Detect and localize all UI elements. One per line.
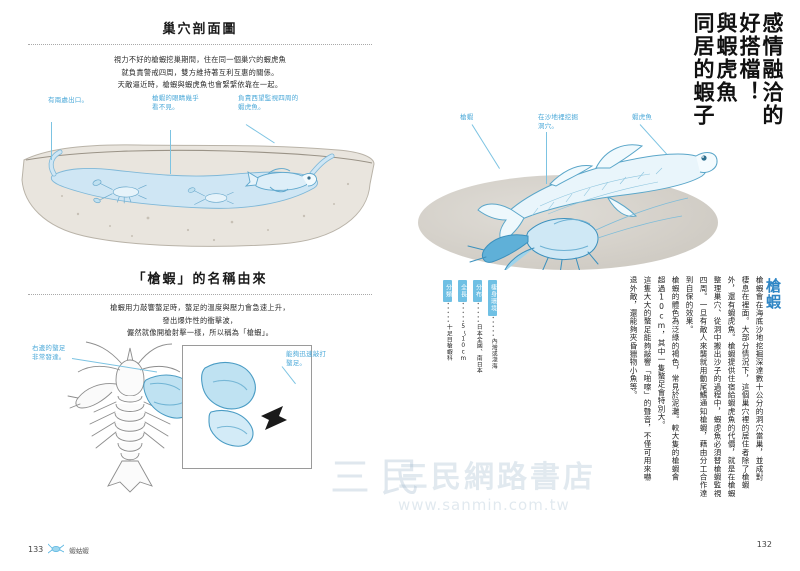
goby-shrimp-illustration (420, 120, 720, 275)
page-number-left: 133 (28, 545, 44, 554)
info-value: 日本全國、南日本 (475, 324, 482, 374)
body-column: 到自保的效果。 (685, 276, 694, 334)
body-column: 槍蝦會在海底沙地挖掘深達數十公分的洞穴當巢，並成對 (755, 276, 764, 481)
info-label: 分類 (443, 280, 452, 302)
watermark-mark: 三民 (330, 455, 430, 501)
title-line-4: 同居的蝦子 (691, 12, 715, 127)
info-row: 分類 •••••• 十足目槍蝦科 (442, 280, 453, 374)
article-title: 感情融洽的 好搭檔！ 與蝦虎魚 同居的蝦子 (691, 12, 784, 127)
label-snap-claw: 能夠迅速敲打 螯足。 (286, 350, 327, 367)
burrow-svg (21, 144, 375, 247)
body-column: 超過10cm，其中一隻螯足會特別大。 (657, 276, 666, 430)
running-head-left: 蝦蛄蝦 (69, 546, 89, 555)
info-value: 十足目槍蝦科 (445, 324, 452, 362)
info-dots: •••••• (444, 302, 451, 324)
body-column: 四周。一旦有敵人來襲就用動尾鰭通知槍蝦，藉由分工合作達 (699, 276, 708, 498)
section-heading-name-origin: 「槍蝦」的名稱由來 (132, 272, 268, 287)
label-goby: 蝦虎魚 (632, 113, 653, 121)
label-big-claw: 右邊的螯足 非常發達。 (32, 344, 66, 361)
body-column: 這隻大大的螯足能夠敲響「啪嚓」的聲音，不僅可用來嚇 (643, 276, 652, 481)
info-label: 分布 (473, 280, 482, 302)
species-name: 槍蝦 (764, 278, 782, 310)
left-page-footer: 133 蝦蛄蝦 (28, 540, 89, 559)
article-body: 槍蝦會在海底沙地挖掘深達數十公分的洞穴當巢，並成對 棲息在裡面。大部分情況下，這… (626, 276, 766, 524)
section-body-burrow: 視力不好的槍蝦挖巢期間，住在同一個巢穴的蝦虎魚 就負責警戒四周，雙方維持著互利互… (113, 55, 287, 90)
title-line-2: 好搭檔！ (737, 12, 761, 104)
burrow-cross-section-illustration (18, 118, 378, 248)
label-burrow-exit: 有兩處出口。 (48, 96, 89, 104)
info-row: 全長 •••••• 5～10cm (457, 280, 468, 374)
body-column: 退外敵，還能夠夾昏獵物小魚等。 (629, 276, 638, 399)
right-page: 感情融洽的 好搭檔！ 與蝦虎魚 同居的蝦子 (400, 0, 800, 571)
species-info-table: 棲身環境 •••••• 內灣或淺海 分布 •••••• 日本全國、南日本 全長 … (442, 280, 498, 374)
info-dots: •••••• (489, 316, 496, 338)
leader-line-eyes (170, 130, 171, 174)
divider-rule-1 (28, 44, 372, 45)
label-goby-watch: 負責西望監視四周的 蝦虎魚。 (238, 94, 299, 111)
label-digs-burrow: 在沙地裡挖掘 洞穴。 (538, 113, 579, 130)
goby-shrimp-svg (467, 144, 718, 275)
title-line-3: 與蝦虎魚 (714, 12, 738, 104)
info-value: 5～10cm (460, 324, 467, 363)
species-name-block: 槍蝦 (763, 278, 784, 310)
snap-arrow-icon (261, 406, 287, 430)
body-column: 外，還有蝦虎魚。槍蝦提供住宿給蝦虎魚的代價，就是在槍蝦 (727, 276, 736, 498)
info-dots: •••••• (459, 302, 466, 324)
info-label: 全長 (458, 280, 467, 302)
title-line-1: 感情融洽的 (760, 12, 784, 127)
page-number-right: 132 (756, 540, 772, 549)
body-column: 整理巢穴、從洞中搬出沙子的過程中，蝦虎魚必須替槍蝦監視 (713, 276, 722, 498)
claw-snap-svg (201, 362, 287, 447)
body-column: 棲息在裡面。大部分情況下，這個巢穴裡的居住者除了槍蝦 (741, 276, 750, 490)
leader-line-exit (51, 122, 52, 160)
info-row: 棲身環境 •••••• 內灣或淺海 (487, 280, 498, 374)
leader-line-digs-burrow (546, 132, 547, 184)
section-body-name-origin: 槍蝦用力敲響螯足時，螯足的溫度與壓力會急速上升， 發出爆炸性的衝擊波， 儼然就像… (110, 303, 290, 338)
section-heading-burrow: 巢穴剖面圖 (162, 22, 238, 37)
info-dots: •••••• (474, 302, 481, 324)
label-shrimp-eyes: 槍蝦的眼睛幾乎 看不見。 (152, 94, 199, 111)
claw-snap-inset (182, 345, 312, 469)
info-label: 棲身環境 (488, 280, 497, 316)
divider-rule-2 (28, 294, 372, 295)
info-row: 分布 •••••• 日本全國、南日本 (472, 280, 483, 374)
info-value: 內灣或淺海 (490, 338, 497, 369)
left-page: 巢穴剖面圖 視力不好的槍蝦挖巢期間，住在同一個巢穴的蝦虎魚 就負責警戒四周，雙方… (18, 22, 378, 559)
label-pistol-shrimp: 槍蝦 (460, 113, 474, 121)
body-column: 槍蝦的體色為泛綠的褐色，常見於泥灘。較大隻的槍蝦會 (671, 276, 680, 481)
shrimp-mark-icon (47, 540, 65, 559)
